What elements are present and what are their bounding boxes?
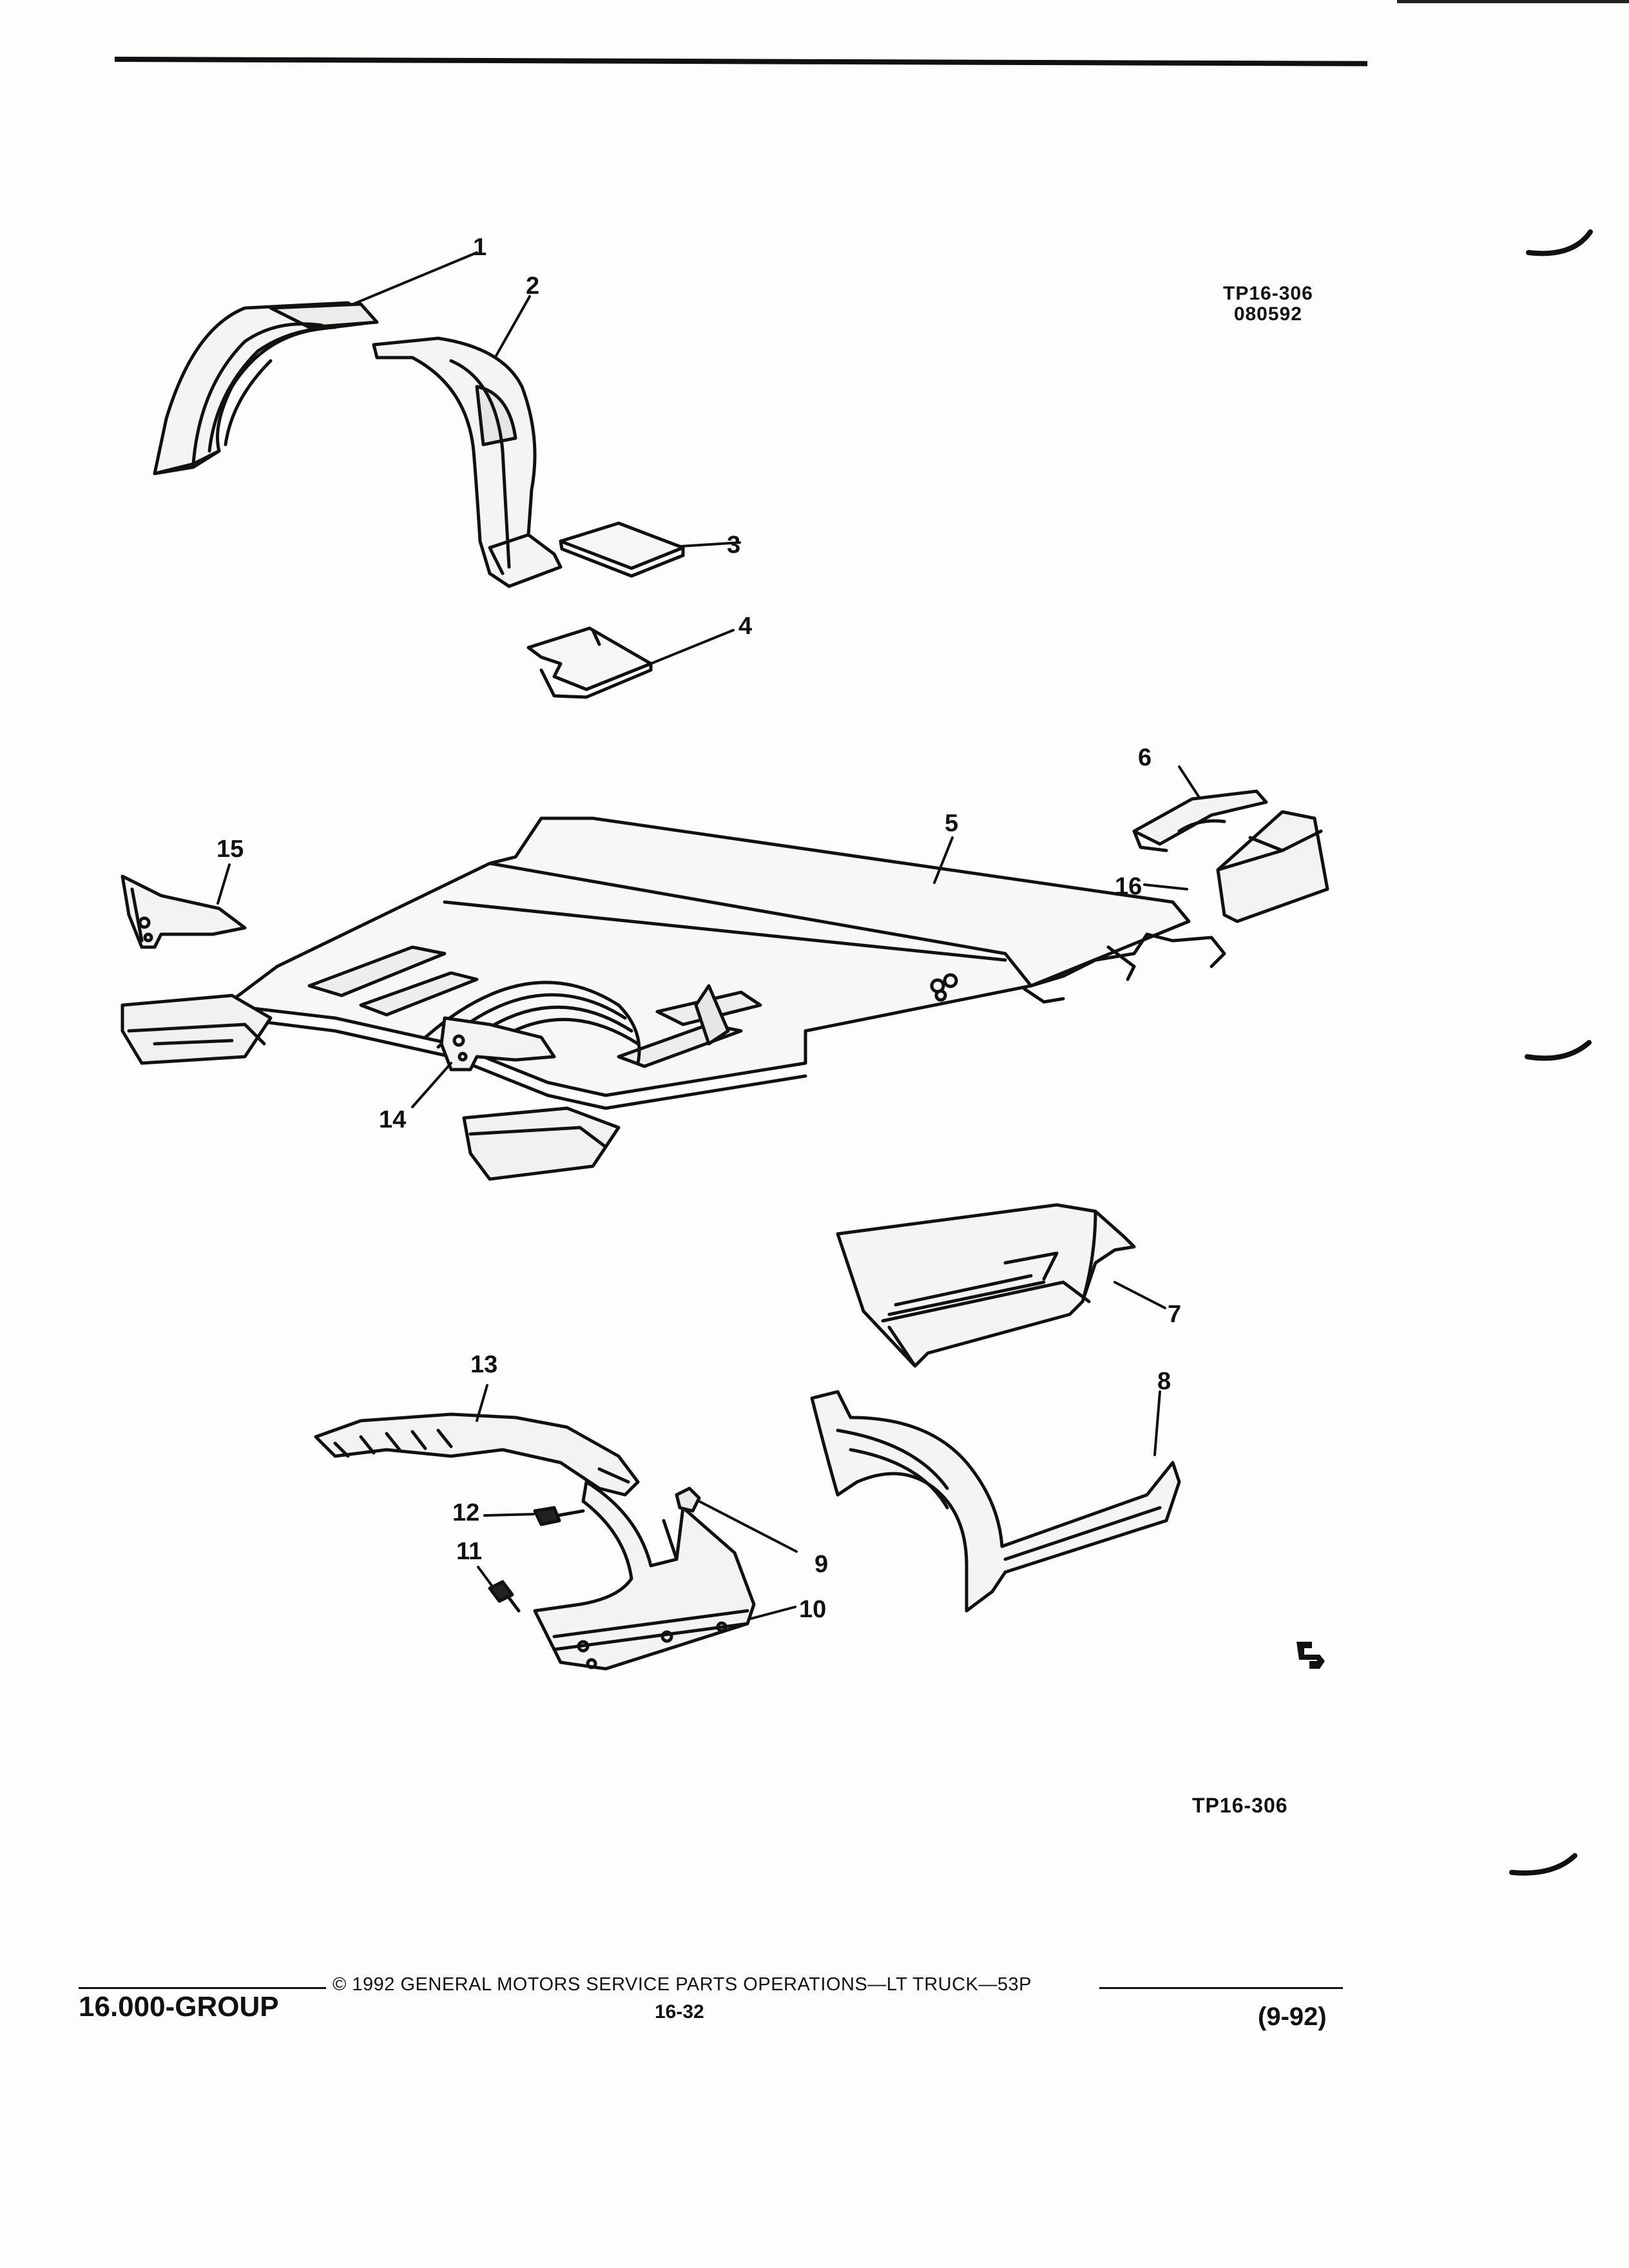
part-10-bracket-assembly (533, 1480, 756, 1671)
part-7-step-tray (836, 1203, 1136, 1368)
callout-16: 16 (1115, 873, 1142, 900)
callout-7: 7 (1168, 1301, 1181, 1328)
callout-15: 15 (217, 836, 244, 863)
callout-3: 3 (727, 532, 740, 559)
part-5-floor-panel (224, 816, 1226, 1110)
footer-date: (9-92) (1258, 2003, 1327, 2031)
part-1-wheelhouse-inner (153, 301, 379, 476)
corner-symbol-icon (1296, 1642, 1325, 1669)
callout-9: 9 (815, 1551, 828, 1578)
callout-8: 8 (1157, 1368, 1171, 1395)
callout-12: 12 (452, 1499, 479, 1526)
part-2-wheelhouse-outer (372, 336, 563, 588)
part-9-clip (675, 1486, 701, 1513)
figure-code-bottom: TP16-306 (1192, 1794, 1288, 1817)
part-8-rocker-panel (810, 1390, 1181, 1613)
part-11-screw (488, 1580, 521, 1613)
callout-labels: 1 2 3 4 5 6 7 8 9 10 11 12 13 14 15 16 (217, 234, 1181, 1623)
floor-pad-left (120, 994, 273, 1065)
callout-2: 2 (526, 273, 539, 300)
scan-edge-mark (1397, 0, 1629, 3)
footer-rule-right (1099, 1987, 1343, 1989)
figure-date-top: 080592 (1233, 303, 1302, 325)
figure-ref-top: TP16-306 080592 (1223, 284, 1313, 325)
callout-4: 4 (738, 613, 752, 640)
callout-14: 14 (379, 1106, 406, 1133)
callout-13: 13 (470, 1351, 497, 1378)
footer-page-number: 16-32 (655, 2001, 704, 2023)
part-14-bracket (439, 1016, 556, 1072)
footer-group: 16.000-GROUP (79, 1991, 279, 2023)
callout-10: 10 (799, 1596, 826, 1623)
callout-6: 6 (1138, 744, 1152, 771)
part-13-brace (314, 1412, 640, 1497)
margin-marks (1509, 229, 1593, 1876)
footer-copyright: © 1992 GENERAL MOTORS SERVICE PARTS OPER… (333, 1974, 1032, 1995)
part-3-plate (559, 521, 685, 578)
part-16-rear-box (1216, 810, 1329, 923)
callout-11: 11 (456, 1538, 482, 1565)
part-15-bracket (120, 874, 247, 949)
part-6-clip (1132, 789, 1268, 852)
floor-pad-center (462, 1106, 621, 1181)
figure-code-top: TP16-306 (1223, 283, 1313, 304)
part-12-bolt (533, 1506, 585, 1526)
callout-leaders (217, 251, 1200, 1620)
footer-rule-left (79, 1987, 326, 1989)
part-4-bracket (526, 626, 653, 699)
callout-5: 5 (945, 810, 958, 837)
callout-1: 1 (473, 234, 487, 261)
